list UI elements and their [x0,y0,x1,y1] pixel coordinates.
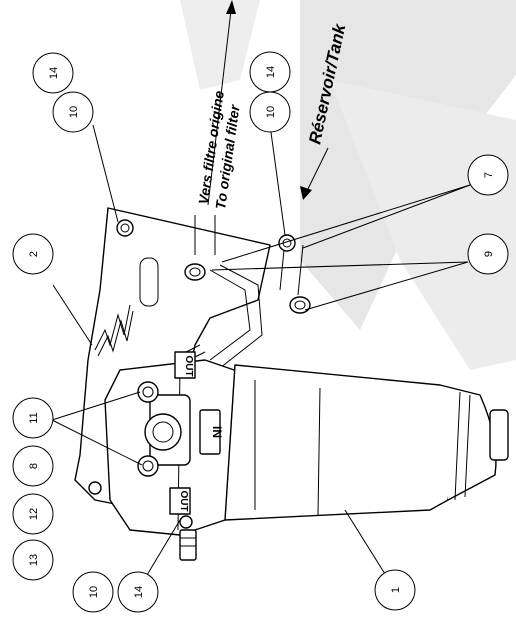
brand-logo [94,304,134,357]
svg-text:8: 8 [28,463,40,469]
balloon-11: 11 [12,397,54,439]
balloon-10-top-mid: 10 [249,91,291,133]
filter-port-in-label: IN [210,426,224,438]
balloon-12: 12 [12,493,54,535]
balloon-14-top-mid: 14 [249,51,291,93]
svg-text:1: 1 [390,587,402,593]
bottom-fitting [179,515,197,561]
balloon-14-top-left: 14 [32,52,74,94]
balloon-8: 8 [12,445,54,487]
balloon-10-top-left: 10 [52,91,94,133]
svg-text:12: 12 [28,508,40,520]
balloon-10-bottom: 10 [72,571,114,613]
hose-fitting [278,234,296,252]
svg-text:9: 9 [483,251,495,257]
svg-text:13: 13 [28,554,40,566]
filter-head: IN OUT OUT [104,351,251,536]
arrow-to-original-filter [207,0,236,206]
svg-text:10: 10 [68,106,80,118]
balloon-7: 7 [467,154,509,196]
svg-text:14: 14 [265,66,277,78]
filter-port-out-bottom-label: OUT [178,490,189,511]
filter-port-out-top-label: OUT [183,355,194,376]
svg-text:10: 10 [265,106,277,118]
svg-text:14: 14 [48,67,60,79]
hose-clamp-upper [184,263,206,281]
balloon-13: 13 [12,539,54,581]
svg-text:10: 10 [88,586,100,598]
balloon-1: 1 [374,569,416,611]
svg-text:11: 11 [28,412,40,423]
watermark [180,0,516,370]
filter-canister [224,364,509,521]
svg-text:14: 14 [133,586,145,598]
svg-text:2: 2 [28,251,40,257]
arrow-to-tank [300,147,329,200]
svg-text:7: 7 [483,172,495,178]
balloon-9: 9 [467,233,509,275]
hose-clamp-lower [289,296,311,314]
balloon-2: 2 [12,233,54,275]
balloon-14-bottom: 14 [117,571,159,613]
